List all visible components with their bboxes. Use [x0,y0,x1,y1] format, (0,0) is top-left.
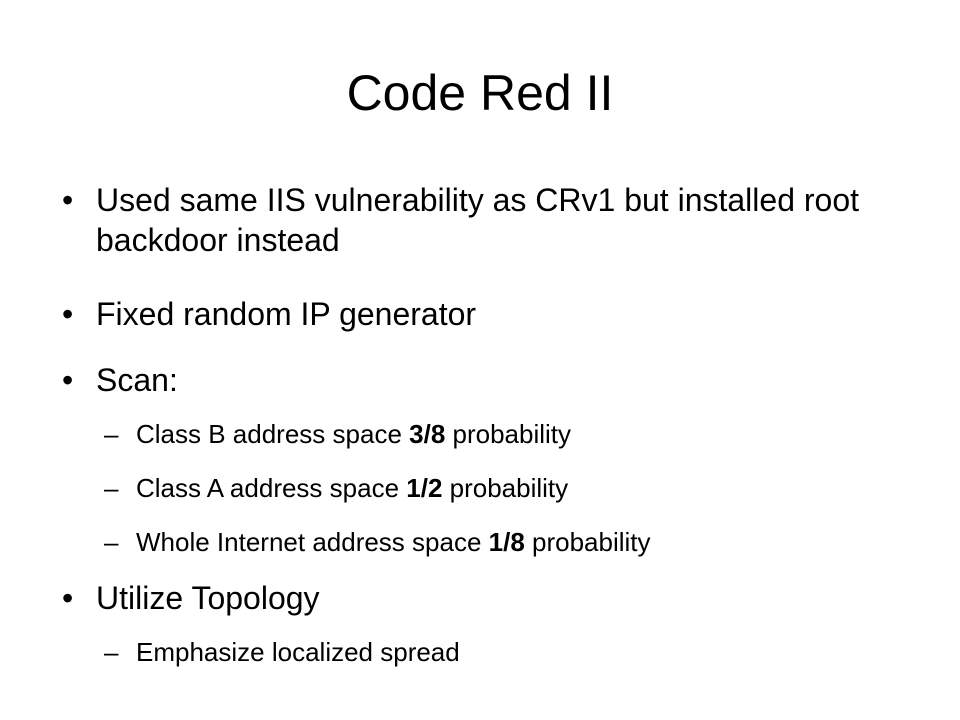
bullet-marker: • [62,362,74,398]
text-post: probability [445,419,572,449]
sub-bullet-text: Whole Internet address space 1/8 probabi… [136,526,651,558]
bullet-text: Used same IIS vulnerability as CRv1 but … [96,182,860,258]
dash-marker: – [104,473,119,503]
sub-bullet-text: Class A address space 1/2 probability [136,472,568,504]
probability-value: 1/8 [488,527,525,557]
bullet-text: Fixed random IP generator [96,296,477,332]
sub-bullet-text: Class B address space 3/8 probability [136,418,571,450]
dash-marker: – [104,637,119,667]
probability-value: 3/8 [409,419,446,449]
dash-marker: – [104,527,119,557]
probability-value: 1/2 [406,473,443,503]
text-pre: Whole Internet address space [136,527,489,557]
dash-marker: – [104,419,119,449]
text-pre: Class B address space [136,419,410,449]
bullet-marker: • [62,296,74,332]
text-post: probability [524,527,651,557]
text-pre: Class A address space [136,473,407,503]
bullet-text: Utilize Topology [96,580,320,616]
bullet-marker: • [62,580,74,616]
bullet-text: Scan: [96,362,178,398]
slide-title: Code Red II [346,65,614,121]
text-post: probability [442,473,569,503]
bullet-marker: • [62,182,74,218]
sub-bullet-text: Emphasize localized spread [136,637,460,667]
